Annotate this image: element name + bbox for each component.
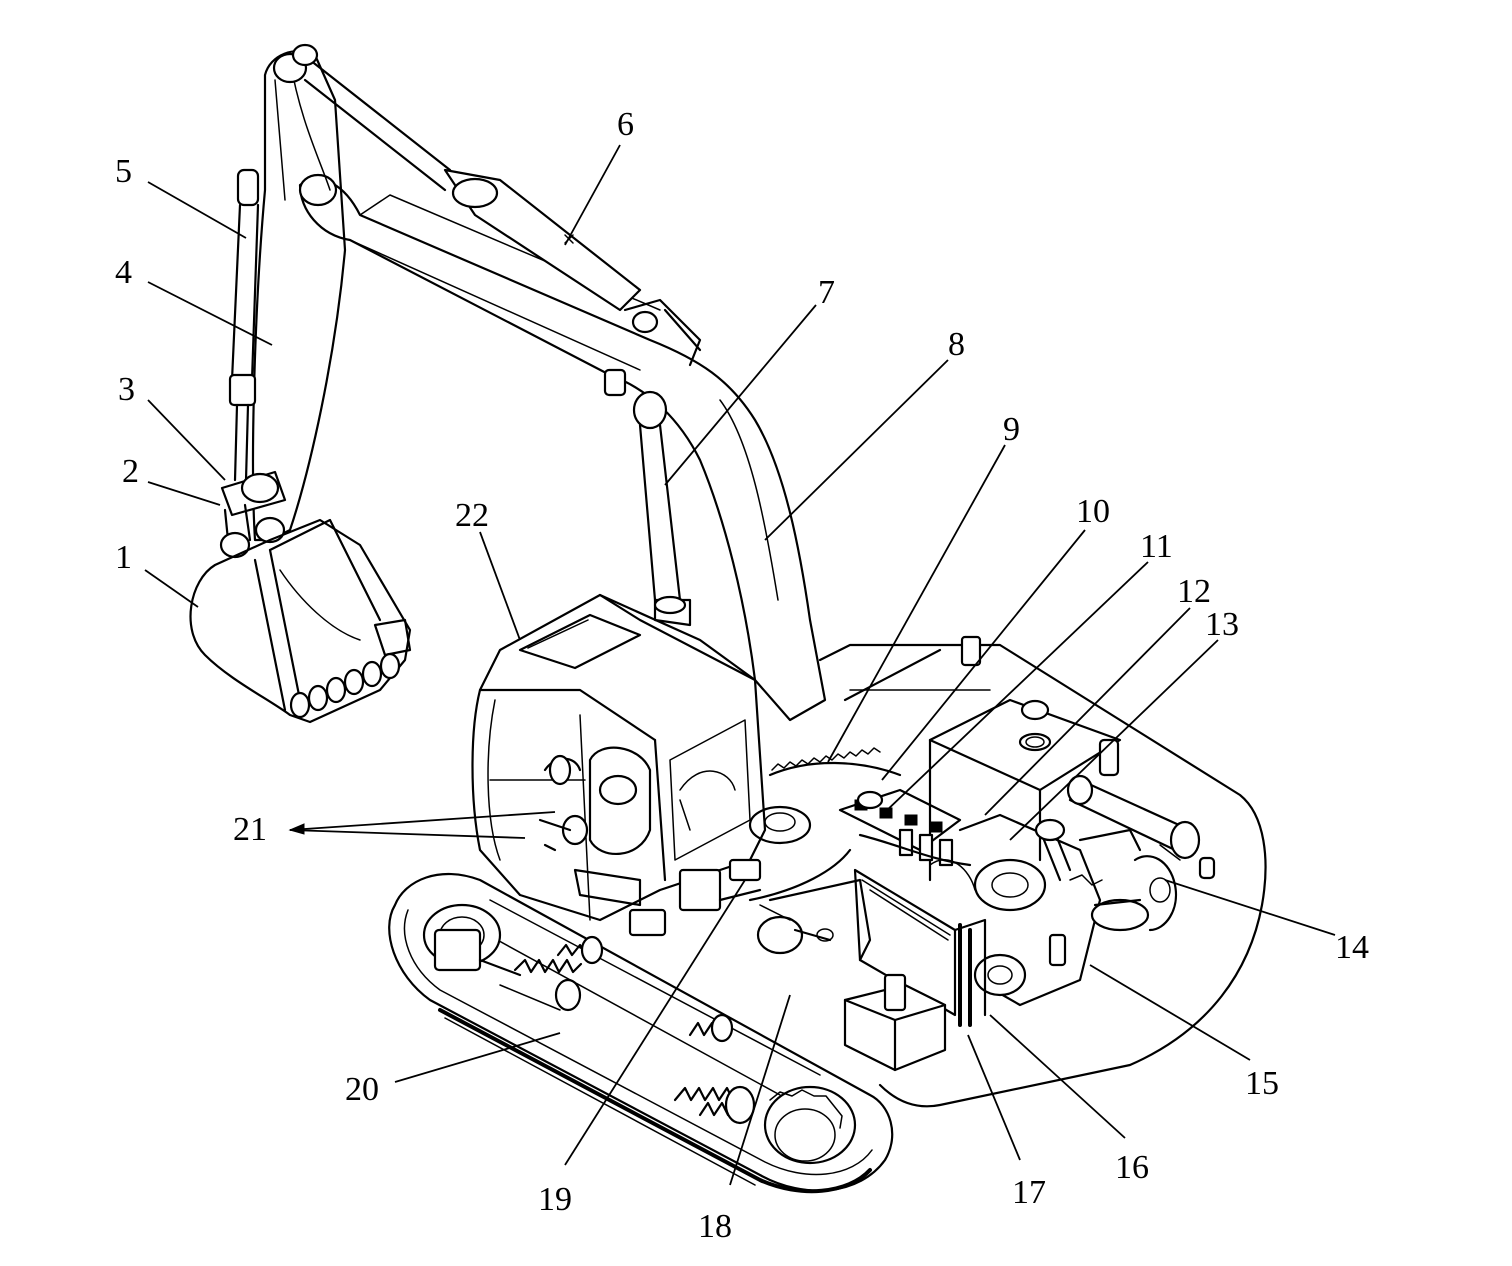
leader-17 (967, 1034, 1021, 1161)
label-17: 17 (1012, 1174, 1046, 1211)
hydraulic-pump (1090, 855, 1178, 932)
leader-lines (144, 144, 1336, 1186)
label-1: 1 (115, 539, 132, 576)
label-20: 20 (345, 1071, 379, 1108)
label-5: 5 (115, 153, 132, 190)
operator-seat (573, 746, 652, 907)
label-10: 10 (1076, 493, 1110, 530)
leader-10 (881, 529, 1086, 781)
leader-4 (147, 281, 273, 346)
part-labels: 1 2 3 4 5 6 7 8 9 10 11 12 13 14 15 16 1… (115, 106, 1369, 1245)
bucket-linkage (219, 470, 287, 559)
label-18: 18 (698, 1208, 732, 1245)
arm-cylinder (303, 58, 642, 312)
muffler (1066, 738, 1201, 860)
leader-1 (144, 569, 199, 608)
arm (251, 43, 347, 542)
leader-22 (479, 531, 521, 641)
leader-15 (1089, 964, 1251, 1061)
upper-structure (818, 635, 1267, 1108)
radiator (853, 859, 987, 1027)
control-levers (538, 754, 589, 852)
leader-7 (664, 304, 817, 486)
label-12: 12 (1177, 573, 1211, 610)
label-11: 11 (1140, 528, 1173, 565)
battery (843, 973, 947, 1072)
leader-2 (147, 481, 221, 506)
track-tensioner-spring (478, 958, 583, 1012)
boom (298, 173, 827, 722)
leader-5 (147, 181, 247, 239)
travel-motor (673, 1085, 756, 1125)
label-22: 22 (455, 497, 489, 534)
leader-14 (1164, 879, 1336, 936)
center-swivel-joint (756, 878, 872, 962)
leader-3 (147, 399, 226, 481)
leader-6 (564, 144, 621, 246)
label-6: 6 (617, 106, 634, 143)
crawler-track (388, 872, 894, 1194)
engine-assembly (958, 813, 1178, 1007)
leader-9 (827, 444, 1006, 763)
leader-16 (989, 1014, 1126, 1139)
label-16: 16 (1115, 1149, 1149, 1186)
label-7: 7 (818, 274, 835, 311)
boom-cylinder (632, 390, 692, 627)
label-2: 2 (122, 453, 139, 490)
track-roller (688, 1013, 734, 1043)
bucket-cylinder (228, 168, 260, 482)
hydraulic-tank (678, 858, 762, 912)
leader-20 (394, 1032, 561, 1083)
label-21: 21 (233, 811, 267, 848)
leader-13 (1009, 639, 1219, 841)
leader-18 (729, 994, 791, 1186)
slewing-ring (748, 747, 902, 902)
label-15: 15 (1245, 1065, 1279, 1102)
leader-21b (289, 829, 526, 839)
label-8: 8 (948, 326, 965, 363)
label-14: 14 (1335, 929, 1369, 966)
label-19: 19 (538, 1181, 572, 1218)
leader-12 (984, 607, 1191, 816)
label-13: 13 (1205, 606, 1239, 643)
leader-8 (764, 359, 949, 541)
cab (471, 593, 767, 937)
leader-19 (564, 879, 746, 1166)
label-9: 9 (1003, 411, 1020, 448)
label-4: 4 (115, 254, 132, 291)
label-3: 3 (118, 371, 135, 408)
leader-11 (884, 561, 1149, 813)
bucket (189, 518, 412, 724)
leader-21a (289, 811, 556, 831)
track-roller (556, 935, 604, 965)
